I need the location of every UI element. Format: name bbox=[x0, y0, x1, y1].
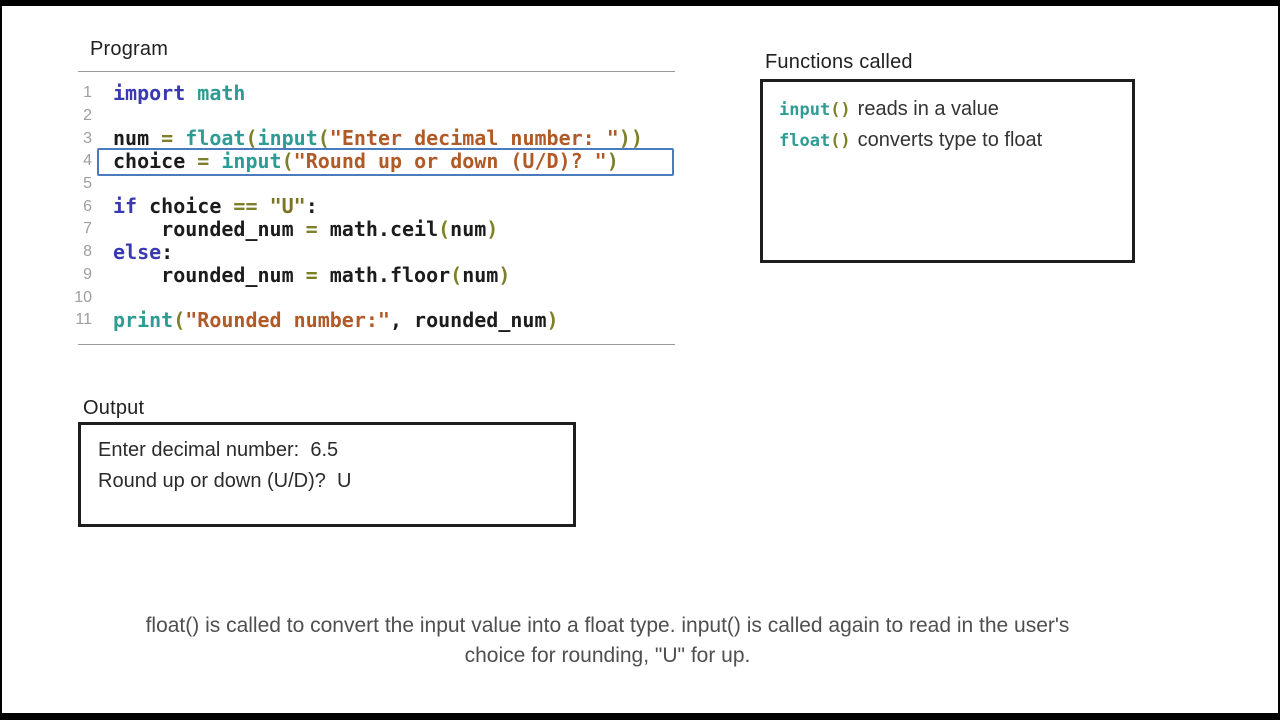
line-number: 9 bbox=[83, 265, 92, 283]
caption-line-1: float() is called to convert the input v… bbox=[145, 614, 1070, 637]
code-token: ( bbox=[317, 126, 330, 151]
code-token: ( bbox=[281, 149, 294, 174]
code-token: num bbox=[462, 262, 499, 287]
line-number: 8 bbox=[83, 243, 92, 261]
code-token: "Enter decimal number: " bbox=[329, 126, 619, 151]
code-token: math bbox=[197, 81, 246, 105]
frame-left bbox=[0, 0, 2, 720]
code-token: math.ceil bbox=[317, 217, 439, 242]
line-number: 4 bbox=[83, 152, 92, 170]
code-token: "U" bbox=[269, 194, 306, 219]
console-output-line: Enter decimal number: 6.5 bbox=[98, 439, 339, 461]
code-text: if choice == "U": bbox=[113, 195, 318, 218]
code-token: ) bbox=[486, 217, 499, 242]
function-row-float: float() converts type to float bbox=[779, 125, 1132, 156]
console-output-line: Round up or down (U/D)? U bbox=[98, 470, 352, 492]
code-token bbox=[258, 194, 270, 218]
code-token: rounded_num bbox=[113, 262, 306, 287]
code-token: "Rounded number:" bbox=[185, 307, 390, 332]
line-number: 10 bbox=[74, 288, 92, 306]
code-token: ( bbox=[450, 262, 463, 287]
function-parens: () bbox=[830, 130, 851, 151]
explanation-caption: float() is called to convert the input v… bbox=[40, 611, 1175, 671]
code-token: = bbox=[305, 217, 318, 242]
code-token: else bbox=[113, 239, 162, 264]
code-token: num bbox=[450, 217, 487, 242]
caption-line-2: choice for rounding, "U" for up. bbox=[464, 644, 751, 667]
code-text: rounded_num = math.floor(num) bbox=[113, 262, 511, 287]
frame-right bbox=[1278, 0, 1280, 720]
code-text: else: bbox=[113, 239, 174, 264]
code-text: import math bbox=[113, 82, 245, 105]
code-token: , rounded_num bbox=[389, 307, 547, 332]
function-name: input() bbox=[779, 99, 851, 120]
code-text: rounded_num = math.ceil(num) bbox=[113, 218, 498, 241]
code-line-7: 7 rounded_num = math.ceil(num) bbox=[70, 218, 680, 241]
line-number: 11 bbox=[75, 311, 92, 329]
code-token: num bbox=[113, 126, 162, 151]
function-description: converts type to float bbox=[857, 129, 1043, 151]
code-token: == bbox=[233, 194, 258, 219]
code-token: choice bbox=[137, 194, 234, 219]
code-token: )) bbox=[618, 126, 643, 151]
function-parens: () bbox=[830, 99, 851, 120]
code-token bbox=[185, 81, 197, 105]
code-token: import bbox=[113, 81, 186, 105]
code-text: print("Rounded number:", rounded_num) bbox=[113, 309, 559, 332]
code-token: = bbox=[197, 149, 210, 174]
code-line-2: 2 bbox=[70, 105, 680, 128]
functions-called-box: input() reads in a value float() converts t… bbox=[760, 79, 1135, 263]
code-token: ( bbox=[245, 126, 258, 151]
letterbox-bottom bbox=[0, 713, 1280, 720]
line-number: 2 bbox=[83, 107, 92, 125]
line-number: 6 bbox=[83, 197, 92, 215]
code-token bbox=[209, 149, 221, 173]
program-section-title: Program bbox=[90, 38, 169, 60]
code-line-10: 10 bbox=[70, 286, 680, 309]
code-token: input bbox=[221, 149, 282, 174]
code-token: : bbox=[305, 194, 318, 219]
code-token: ) bbox=[546, 307, 559, 332]
code-line-8: 8 else: bbox=[70, 239, 680, 264]
code-token: rounded_num bbox=[113, 217, 306, 242]
line-number: 5 bbox=[83, 175, 92, 193]
letterbox-top bbox=[0, 0, 1280, 6]
function-name: float() bbox=[779, 130, 851, 151]
code-token: = bbox=[161, 126, 174, 151]
output-section-title: Output bbox=[83, 397, 145, 419]
line-number: 7 bbox=[83, 220, 92, 238]
code-token bbox=[173, 126, 185, 150]
code-token: math.floor bbox=[317, 262, 451, 287]
code-token: ) bbox=[498, 262, 511, 287]
code-line-9: 9 rounded_num = math.floor(num) bbox=[70, 262, 680, 287]
program-bottom-divider bbox=[78, 344, 675, 345]
code-token: choice bbox=[113, 149, 198, 174]
code-token: = bbox=[305, 262, 318, 287]
code-token: if bbox=[113, 194, 138, 219]
code-token: "Round up or down (U/D)? " bbox=[293, 149, 607, 174]
function-description: reads in a value bbox=[857, 98, 999, 120]
function-row-input: input() reads in a value bbox=[779, 94, 1132, 125]
code-token: ) bbox=[606, 149, 619, 174]
code-line-5: 5 bbox=[70, 173, 680, 196]
code-token: input bbox=[257, 126, 318, 151]
code-token: print bbox=[113, 307, 174, 332]
code-line-1: 1 import math bbox=[70, 82, 680, 105]
code-line-11: 11 print("Rounded number:", rounded_num) bbox=[70, 309, 680, 332]
code-line-6: 6 if choice == "U": bbox=[70, 195, 680, 218]
code-text: num = float(input("Enter decimal number:… bbox=[113, 127, 643, 150]
line-number: 3 bbox=[83, 129, 92, 147]
code-line-4: 4 choice = input("Round up or down (U/D)?… bbox=[70, 148, 680, 177]
code-token: : bbox=[161, 239, 174, 264]
functions-called-title: Functions called bbox=[765, 51, 913, 73]
code-text: choice = input("Round up or down (U/D)? … bbox=[113, 150, 619, 173]
code-token: ( bbox=[438, 217, 451, 242]
program-top-divider bbox=[78, 71, 675, 72]
line-number: 1 bbox=[83, 84, 92, 102]
code-token: float bbox=[185, 126, 246, 151]
code-token: ( bbox=[173, 307, 186, 332]
